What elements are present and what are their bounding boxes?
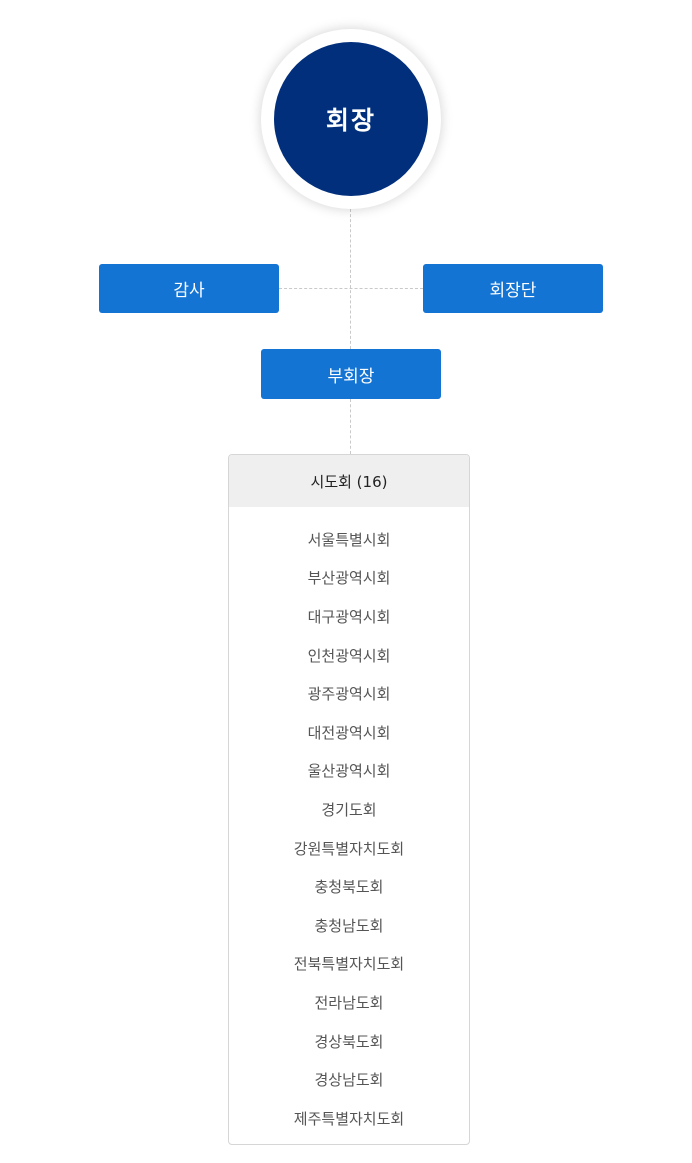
list-item: 울산광역시회 [307,762,391,781]
list-item: 대전광역시회 [307,723,391,742]
connector-vice-to-branches [350,399,351,454]
vice-president-box: 부회장 [261,349,441,399]
list-item: 대구광역시회 [307,607,391,626]
list-item: 경상북도회 [314,1032,384,1051]
list-item: 광주광역시회 [307,685,391,704]
executive-box: 회장단 [423,264,603,313]
auditor-box: 감사 [99,264,279,313]
connector-president-to-vice [350,209,351,349]
list-item: 경기도회 [321,800,377,819]
list-item: 전라남도회 [314,993,384,1012]
president-node: 회장 [261,29,441,209]
connector-auditor-executive [279,288,423,289]
list-item: 경상남도회 [314,1071,384,1090]
list-item: 제주특별자치도회 [293,1109,405,1128]
list-item: 충청북도회 [314,878,384,897]
list-item: 강원특별자치도회 [293,839,405,858]
list-item: 서울특별시회 [307,530,391,549]
list-item: 충청남도회 [314,916,384,935]
branches-panel: 시도회 (16) 서울특별시회 부산광역시회 대구광역시회 인천광역시회 광주광… [228,454,470,1145]
list-item: 전북특별자치도회 [293,955,405,974]
president-label: 회장 [274,42,428,196]
branches-list: 서울특별시회 부산광역시회 대구광역시회 인천광역시회 광주광역시회 대전광역시… [229,507,469,1138]
list-item: 부산광역시회 [307,569,391,588]
list-item: 인천광역시회 [307,646,391,665]
branches-header: 시도회 (16) [229,455,469,507]
